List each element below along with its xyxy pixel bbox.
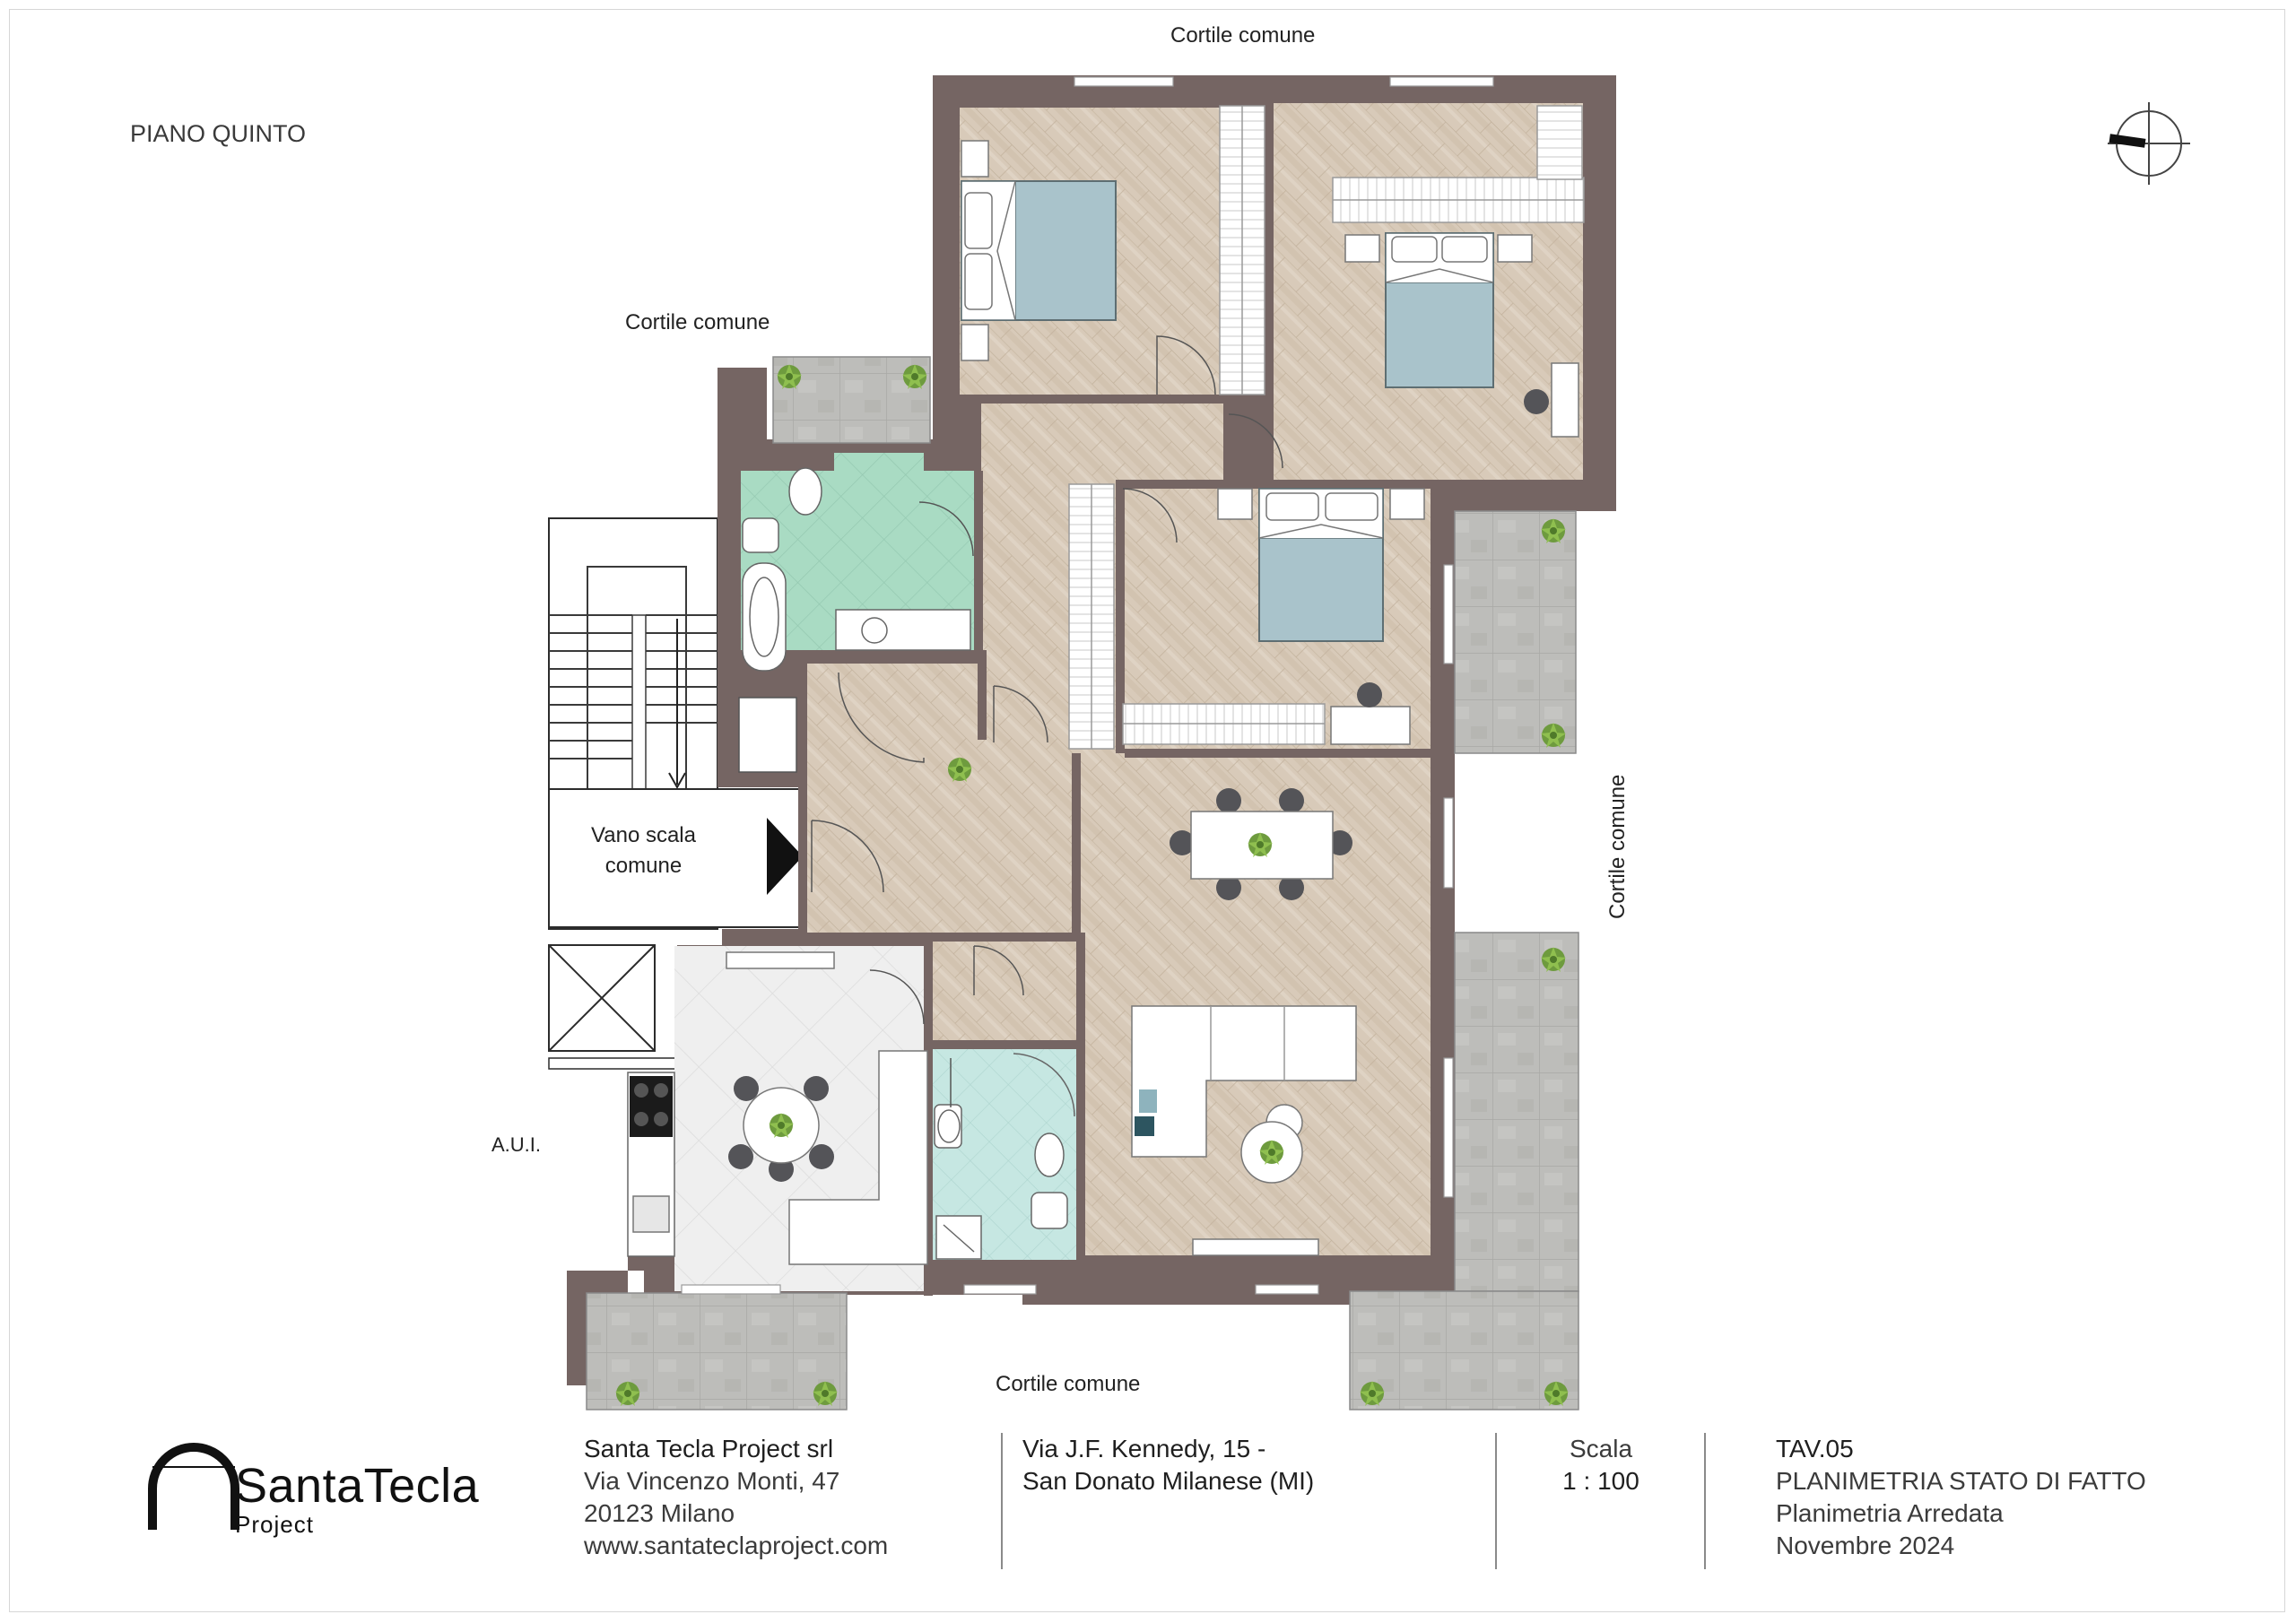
courtyard-label-bottom: Cortile comune	[996, 1372, 1141, 1396]
closets	[738, 105, 1585, 773]
scale-value: 1 : 100	[1562, 1467, 1639, 1495]
title-divider	[1495, 1433, 1497, 1569]
beds	[961, 140, 1579, 745]
scale-label: Scala	[1569, 1435, 1633, 1462]
kitchen-furniture	[627, 951, 928, 1265]
windows	[681, 76, 1494, 1295]
drawing-frame	[9, 9, 2285, 1612]
living-furniture	[947, 757, 1357, 1256]
company-block: Santa Tecla Project srl Via Vincenzo Mon…	[584, 1433, 888, 1562]
stairwell-label-line1: Vano scala	[591, 823, 696, 847]
doors	[811, 335, 1283, 1107]
sheet-number: TAV.05	[1776, 1435, 1854, 1462]
site-address-line2: San Donato Milanese (MI)	[1022, 1467, 1315, 1495]
company-street: Via Vincenzo Monti, 47	[584, 1467, 840, 1495]
title-divider	[1001, 1433, 1003, 1569]
north-arrow-icon	[2108, 102, 2190, 185]
sheet-subtitle: Planimetria Arredata	[1776, 1499, 2004, 1527]
logo-icon	[148, 1443, 239, 1530]
stairwell-label: Vano scala comune	[574, 820, 713, 881]
scale-block: Scala 1 : 100	[1516, 1433, 1686, 1497]
company-name: Santa Tecla Project srl	[584, 1435, 834, 1462]
stair-core	[548, 517, 805, 1070]
floor-label: PIANO QUINTO	[130, 120, 307, 147]
sheet-date: Novembre 2024	[1776, 1532, 1955, 1559]
logo-wordmark: SantaTecla	[235, 1459, 480, 1513]
courtyard-label-right: Cortile comune	[1605, 774, 1630, 919]
stairwell-label-line2: comune	[604, 854, 683, 878]
site-address-line1: Via J.F. Kennedy, 15 -	[1022, 1435, 1266, 1462]
courtyard-label-left: Cortile comune	[625, 310, 770, 334]
sheet-title: PLANIMETRIA STATO DI FATTO	[1776, 1467, 2146, 1495]
logo-subtitle: Project	[235, 1511, 314, 1538]
sheet-block: TAV.05 PLANIMETRIA STATO DI FATTO Planim…	[1776, 1433, 2146, 1562]
courtyard-label-top: Cortile comune	[1170, 23, 1316, 48]
company-city: 20123 Milano	[584, 1499, 735, 1527]
site-address-block: Via J.F. Kennedy, 15 - San Donato Milane…	[1022, 1433, 1314, 1497]
bath-fixtures	[742, 467, 1075, 1260]
terraces	[586, 356, 1579, 1410]
company-website: www.santateclaproject.com	[584, 1532, 889, 1559]
aui-label: A.U.I.	[491, 1133, 542, 1156]
title-divider	[1704, 1433, 1706, 1569]
